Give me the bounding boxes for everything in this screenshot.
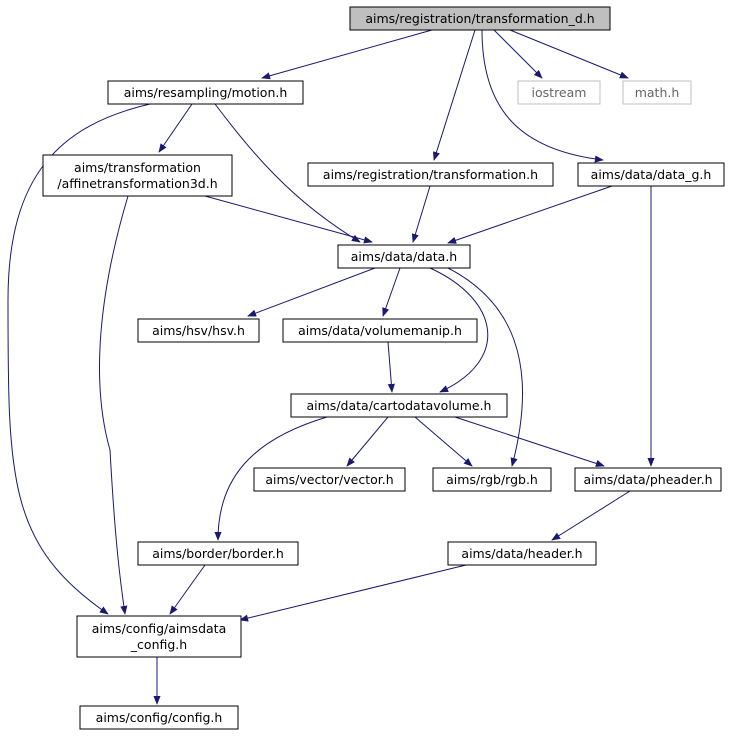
node-label: aims/data/header.h	[461, 546, 582, 561]
node-rgb[interactable]: aims/rgb/rgb.h	[432, 467, 552, 492]
edge-transformation_d-to-math	[509, 29, 629, 79]
node-label: aims/rgb/rgb.h	[446, 472, 538, 487]
node-box	[349, 6, 611, 31]
edge-affine-to-data	[204, 195, 373, 244]
node-label: aims/border/border.h	[152, 546, 284, 561]
node-label: aims/data/volumemanip.h	[298, 323, 462, 338]
node-label: aims/config/config.h	[96, 710, 223, 725]
edge-cartodatavolume-to-pheader	[454, 416, 605, 467]
edge-motion-to-affine	[158, 103, 193, 153]
edge-transformation_d-to-data_g	[481, 29, 604, 163]
node-label: iostream	[532, 85, 587, 100]
edge-transformation_d-to-transformation	[433, 29, 476, 161]
node-motion[interactable]: aims/resampling/motion.h	[107, 80, 304, 105]
edge-transformation_d-to-motion	[261, 29, 433, 80]
edge-transformation_d-to-iostream	[493, 29, 543, 79]
edge-cartodatavolume-to-vector	[346, 416, 389, 467]
node-cartodatavolume[interactable]: aims/data/cartodatavolume.h	[290, 393, 508, 418]
node-box	[137, 318, 260, 343]
node-box	[447, 541, 597, 566]
node-box	[42, 154, 233, 197]
edge-header-to-aimsdata_config	[239, 564, 467, 622]
node-label: aims/data/data_g.h	[591, 167, 712, 182]
edge-border-to-aimsdata_config	[169, 564, 206, 615]
node-border[interactable]: aims/border/border.h	[137, 541, 299, 566]
node-label: aims/data/pheader.h	[583, 472, 712, 487]
edge-transformation-to-data	[411, 185, 431, 243]
node-label: aims/registration/transformation_d.h	[365, 11, 594, 26]
edge-motion-to-aimsdata_config	[7, 103, 151, 615]
node-label: /affinetransformation3d.h	[57, 176, 217, 191]
node-config[interactable]: aims/config/config.h	[79, 705, 239, 730]
node-pheader[interactable]: aims/data/pheader.h	[574, 467, 722, 492]
node-affine[interactable]: aims/transformation/affinetransformation…	[42, 154, 233, 197]
node-label: aims/config/aimsdata	[92, 621, 226, 636]
node-box	[577, 162, 725, 187]
edge-volumemanip-to-cartodatavolume	[387, 341, 395, 393]
node-vector[interactable]: aims/vector/vector.h	[253, 467, 406, 492]
node-box	[517, 80, 601, 105]
node-box	[307, 162, 554, 187]
node-label: aims/vector/vector.h	[265, 472, 393, 487]
node-label: aims/resampling/motion.h	[124, 85, 288, 100]
node-box	[282, 318, 478, 343]
edge-cartodatavolume-to-border	[214, 416, 328, 541]
edge-pheader-to-header	[551, 490, 631, 541]
node-math[interactable]: math.h	[622, 80, 692, 105]
edge-data-to-cartodatavolume	[429, 267, 489, 393]
node-box	[622, 80, 692, 105]
node-box	[79, 705, 239, 730]
node-volumemanip[interactable]: aims/data/volumemanip.h	[282, 318, 478, 343]
node-box	[337, 244, 471, 269]
node-data[interactable]: aims/data/data.h	[337, 244, 471, 269]
edge-data-to-hsv	[247, 267, 376, 317]
node-aimsdata-config[interactable]: aims/config/aimsdata_config.h	[76, 615, 242, 658]
node-iostream[interactable]: iostream	[517, 80, 601, 105]
edge-cartodatavolume-to-rgb	[414, 416, 473, 467]
node-label: aims/data/data.h	[351, 249, 457, 264]
node-label: aims/transformation	[74, 160, 201, 175]
node-box	[137, 541, 299, 566]
node-box	[76, 615, 242, 658]
edge-data-to-volumemanip	[382, 267, 401, 317]
edge-affine-to-aimsdata_config	[99, 195, 129, 615]
node-box	[432, 467, 552, 492]
nodes-layer: aims/registration/transformation_d.haims…	[42, 6, 725, 730]
node-label: aims/data/cartodatavolume.h	[307, 398, 492, 413]
node-box	[107, 80, 304, 105]
node-label: aims/registration/transformation.h	[323, 167, 538, 182]
node-transformation-d[interactable]: aims/registration/transformation_d.h	[349, 6, 611, 31]
node-label: _config.h	[130, 637, 187, 652]
node-transformation[interactable]: aims/registration/transformation.h	[307, 162, 554, 187]
node-box	[574, 467, 722, 492]
node-label: math.h	[635, 85, 680, 100]
node-box	[290, 393, 508, 418]
node-header[interactable]: aims/data/header.h	[447, 541, 597, 566]
node-hsv[interactable]: aims/hsv/hsv.h	[137, 318, 260, 343]
edges-layer	[7, 29, 655, 705]
node-box	[253, 467, 406, 492]
edge-motion-to-data	[214, 103, 361, 243]
node-data-g[interactable]: aims/data/data_g.h	[577, 162, 725, 187]
edge-data-to-rgb	[447, 267, 524, 467]
edge-data_g-to-data	[447, 185, 613, 244]
node-label: aims/hsv/hsv.h	[152, 323, 245, 338]
